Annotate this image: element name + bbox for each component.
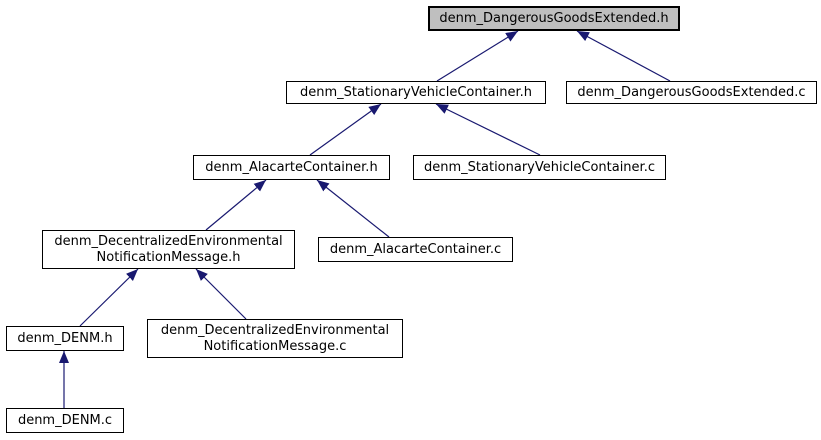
edge-from-denm-alacartecontainer-h (309, 103, 382, 156)
node-label: denm_StationaryVehicleContainer.c (424, 159, 655, 175)
node-denm-denm-c[interactable]: denm_DENM.c (6, 408, 124, 433)
edge-from-denm-decentralizedenvironmentalnotificationmessage-c (195, 268, 247, 320)
node-label: denm_DENM.h (17, 330, 113, 346)
node-label: denm_DENM.c (17, 412, 113, 428)
node-denm-alacartecontainer-c[interactable]: denm_AlacarteContainer.c (318, 237, 513, 262)
edge-from-denm-stationaryvehiclecontainer-c (435, 103, 541, 156)
node-label: denm_AlacarteContainer.h (205, 159, 378, 175)
node-denm-denm-h[interactable]: denm_DENM.h (6, 326, 124, 351)
node-label: denm_DecentralizedEnvironmental Notifica… (54, 233, 283, 265)
node-label: denm_AlacarteContainer.c (329, 241, 502, 257)
node-denm-alacartecontainer-h[interactable]: denm_AlacarteContainer.h (193, 155, 390, 180)
node-denm-dangerousgoodsextended-h: denm_DangerousGoodsExtended.h (428, 6, 680, 31)
node-label: denm_DangerousGoodsExtended.c (577, 84, 806, 100)
node-denm-stationaryvehiclecontainer-c[interactable]: denm_StationaryVehicleContainer.c (413, 155, 666, 180)
node-label: denm_DangerousGoodsExtended.h (439, 10, 669, 26)
edge-from-denm-alacartecontainer-c (316, 179, 390, 238)
node-denm-stationaryvehiclecontainer-h[interactable]: denm_StationaryVehicleContainer.h (286, 81, 546, 104)
node-label: denm_StationaryVehicleContainer.h (299, 84, 533, 100)
node-denm-decentralizedenvironmentalnotificationmessage-h[interactable]: denm_DecentralizedEnvironmental Notifica… (42, 230, 295, 269)
node-denm-dangerousgoodsextended-c[interactable]: denm_DangerousGoodsExtended.c (566, 81, 817, 104)
edge-from-denm-dangerousgoodsextended-c (576, 30, 671, 82)
edge-from-denm-decentralizedenvironmentalnotificationmessage-h (205, 179, 267, 231)
node-label: denm_DecentralizedEnvironmental Notifica… (160, 322, 390, 354)
edge-from-denm-denm-h (79, 268, 139, 327)
edge-from-denm-stationaryvehiclecontainer-h (436, 30, 519, 82)
node-denm-decentralizedenvironmentalnotificationmessage-c[interactable]: denm_DecentralizedEnvironmental Notifica… (147, 319, 403, 358)
